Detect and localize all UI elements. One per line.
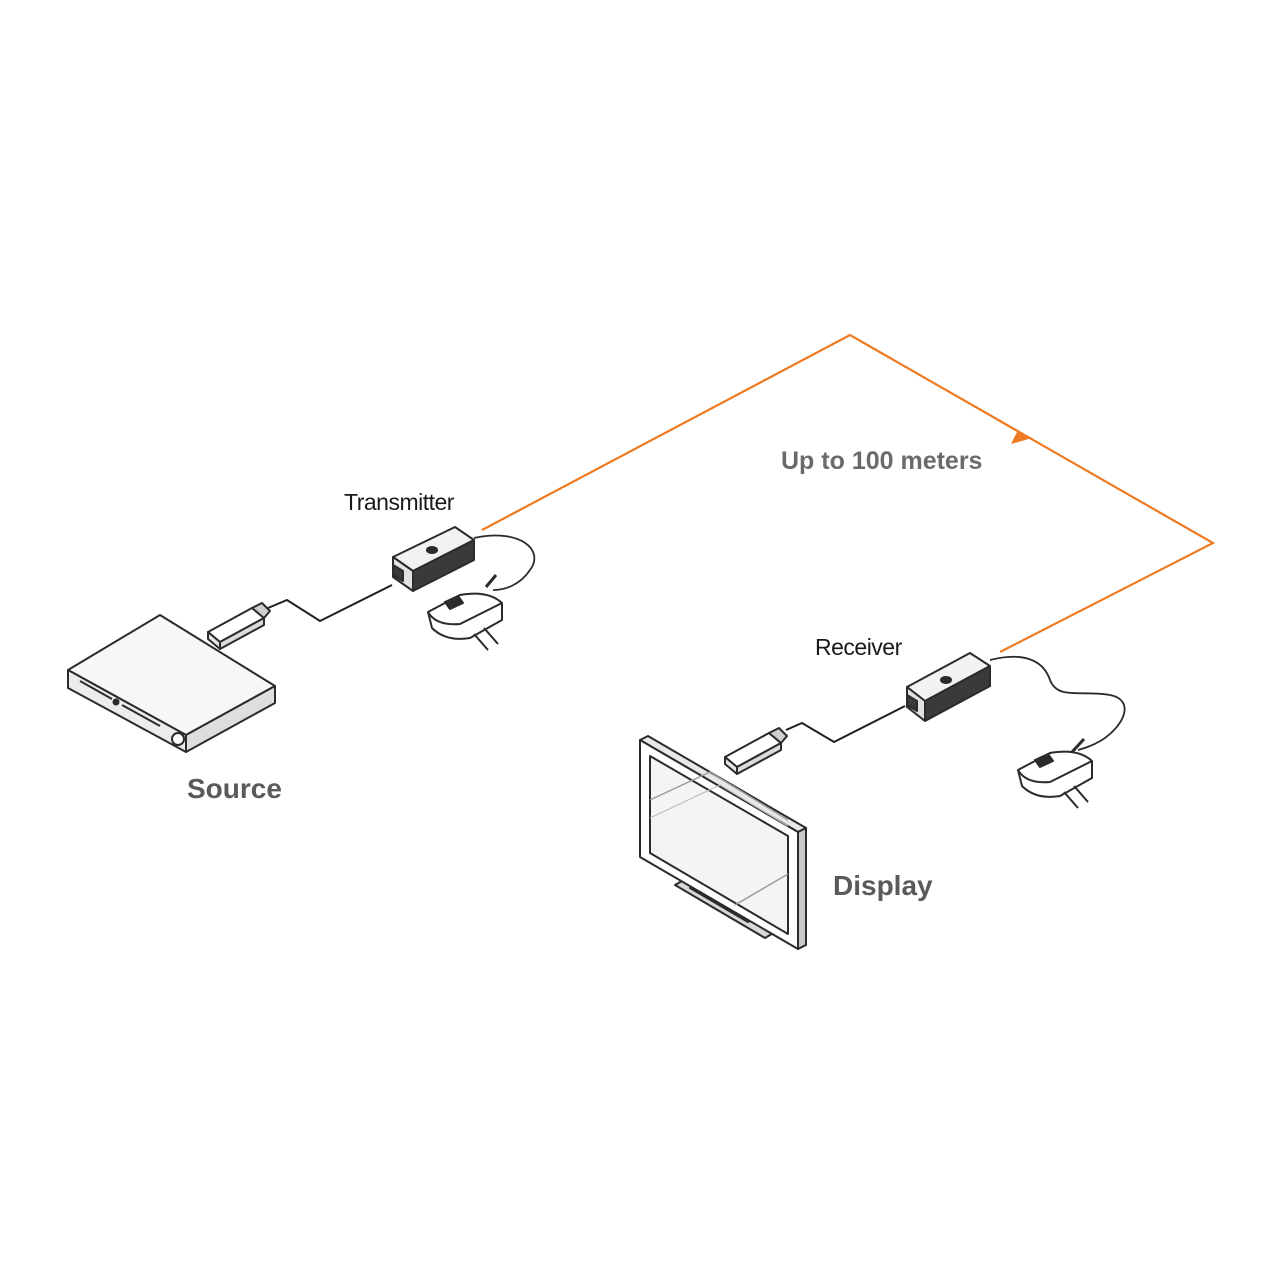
transmitter-power-cable <box>473 534 536 591</box>
receiver-label: Receiver <box>815 634 902 660</box>
display-cable <box>785 705 906 744</box>
power-adapter-icon <box>1017 750 1093 809</box>
link-line <box>481 333 1216 653</box>
receiver-icon <box>906 652 991 722</box>
source-label: Source <box>187 773 282 804</box>
arrow-icon <box>996 420 1032 444</box>
distance-label: Up to 100 meters <box>781 447 983 475</box>
transmitter-label: Transmitter <box>344 489 454 515</box>
receiver-power-cable <box>989 655 1126 751</box>
hdmi-plug-icon <box>724 727 788 775</box>
display-label: Display <box>833 870 933 901</box>
transmitter-icon <box>392 526 475 592</box>
display-monitor-icon <box>639 735 807 950</box>
source-cable <box>267 584 393 623</box>
power-adapter-icon <box>427 592 503 651</box>
hdmi-plug-icon <box>207 602 271 650</box>
source-player-icon <box>67 614 276 753</box>
